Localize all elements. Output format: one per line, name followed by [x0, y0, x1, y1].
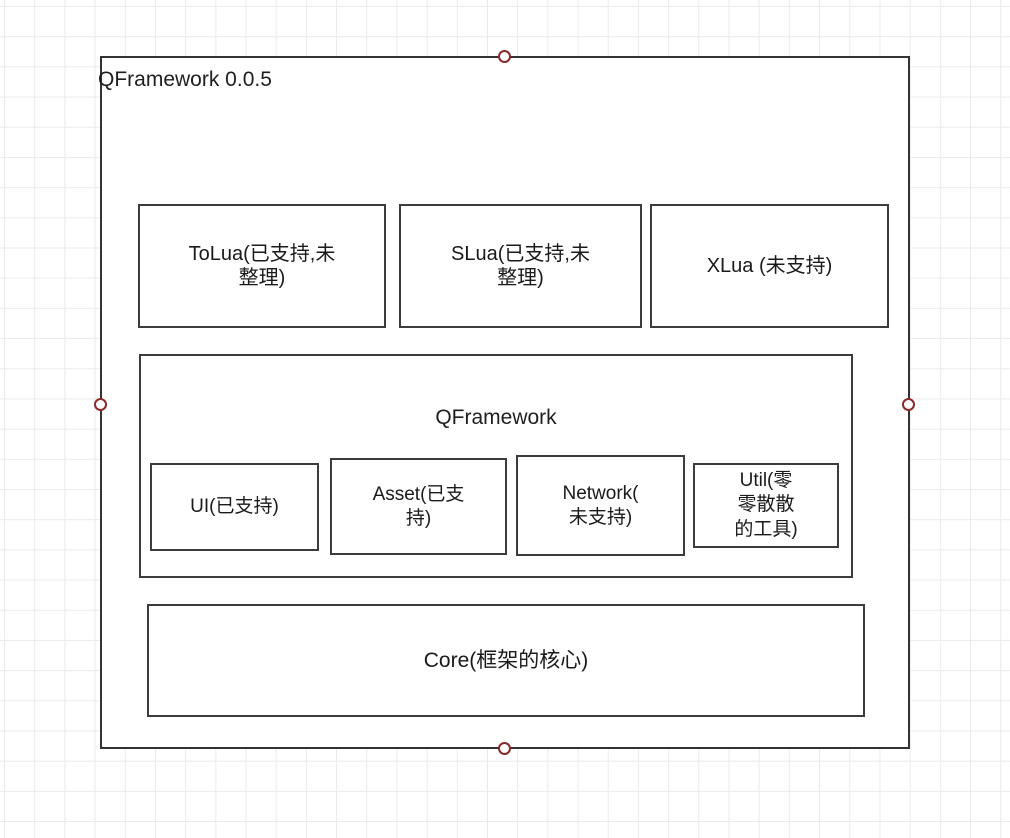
shape-qframework-root-label: QFramework 0.0.5	[98, 68, 272, 91]
shape-xlua[interactable]: XLua (未支持)	[650, 204, 889, 328]
shape-ui-module[interactable]: UI(已支持)	[150, 463, 319, 551]
selection-handle-top[interactable]	[498, 50, 511, 63]
shape-util-module-label: Util(零 零散散 的工具)	[734, 470, 798, 540]
shape-asset-module[interactable]: Asset(已支 持)	[330, 458, 507, 555]
shape-slua[interactable]: SLua(已支持,未 整理)	[399, 204, 642, 328]
shape-util-module[interactable]: Util(零 零散散 的工具)	[693, 463, 839, 548]
shape-qframework-container-label: QFramework	[435, 406, 557, 429]
selection-handle-bottom[interactable]	[498, 742, 511, 755]
shape-network-module[interactable]: Network( 未支持)	[516, 455, 685, 556]
selection-handle-left[interactable]	[94, 398, 107, 411]
shape-tolua[interactable]: ToLua(已支持,未 整理)	[138, 204, 386, 328]
selection-handle-right[interactable]	[902, 398, 915, 411]
shape-core[interactable]: Core(框架的核心)	[147, 604, 865, 717]
